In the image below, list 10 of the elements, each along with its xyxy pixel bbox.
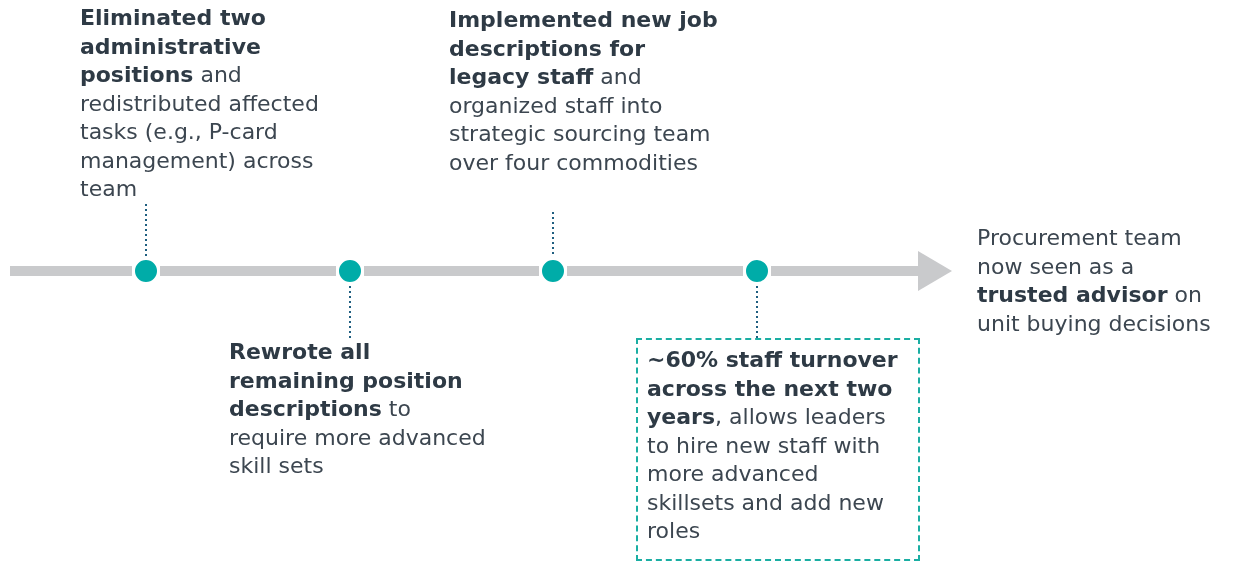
leader-line <box>756 284 758 339</box>
milestone-text: Implemented new job descriptions for legacy staff and organized staff into strategic sourcing team over four commodities <box>449 6 719 177</box>
milestone-text: Rewrote all remaining position descriptions to require more advanced skill sets <box>229 338 487 480</box>
dashed-callout-box <box>636 338 920 561</box>
outcome-text: Procurement team now seen as a trusted advisor on unit buying decisions <box>977 224 1212 338</box>
milestone-text: Eliminated two administrative positions and redistributed affected tasks (e.g., P-card management) across team <box>80 4 320 203</box>
leader-line <box>349 284 351 339</box>
timeline-arrow <box>771 251 952 291</box>
leader-line <box>145 203 147 258</box>
callout-text: ~60% staff turnover across the next two years, allows leaders to hire new staff with more advanced skillsets and add new roles <box>647 346 899 545</box>
